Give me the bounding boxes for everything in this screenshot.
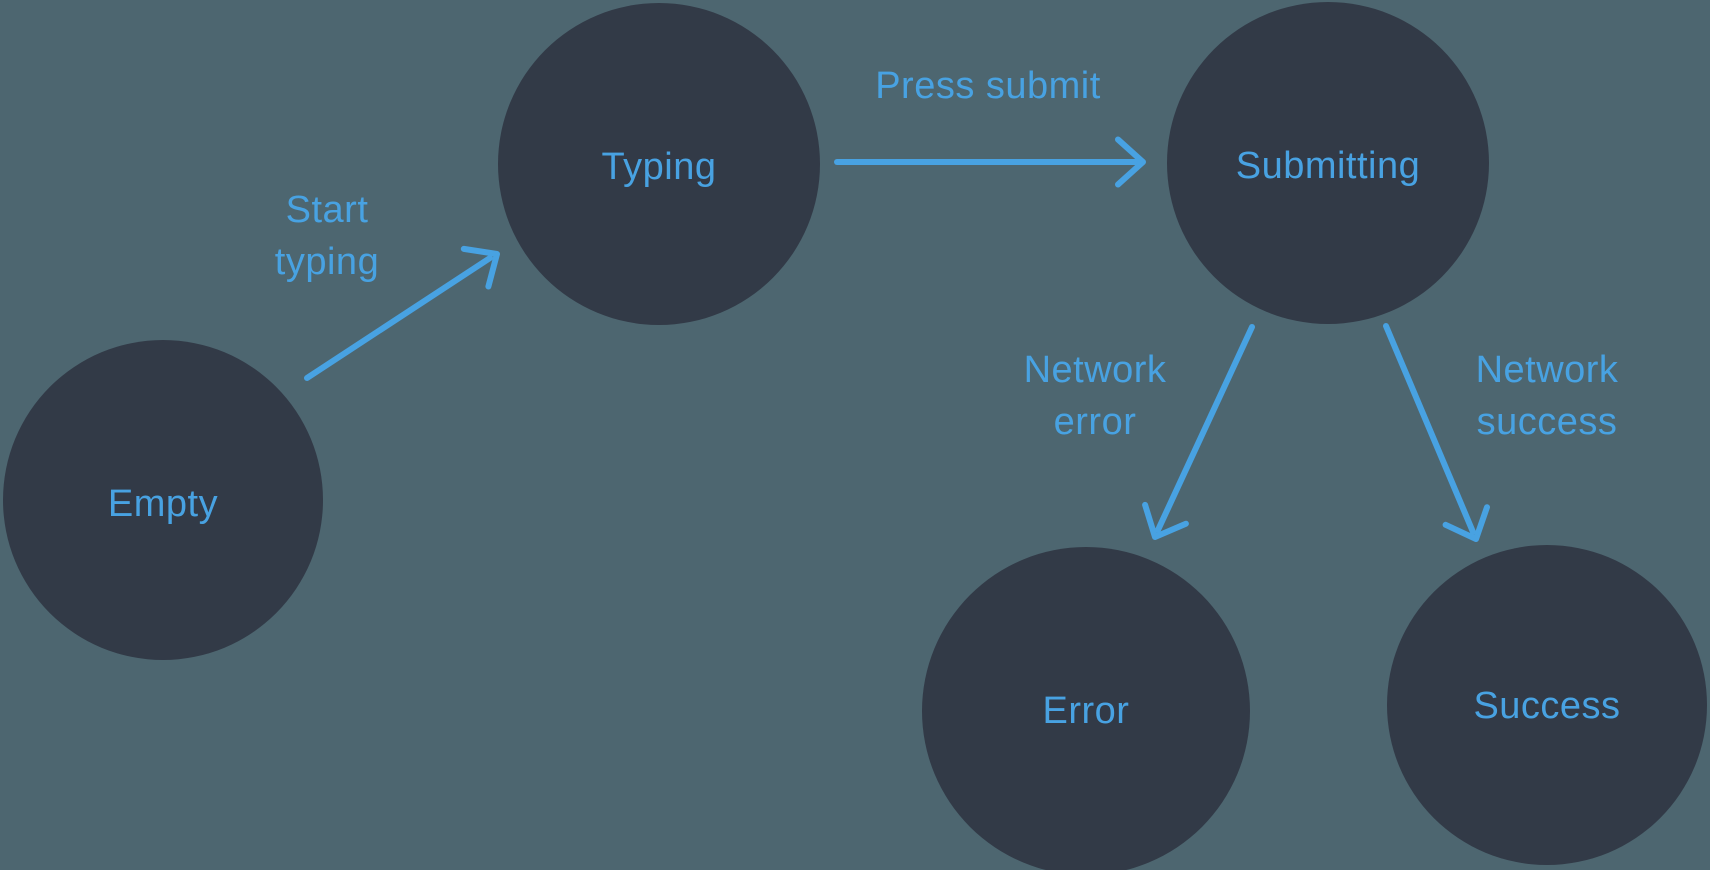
- node-error: Error: [922, 547, 1250, 870]
- node-error-label: Error: [1043, 690, 1130, 732]
- edge-label-network-error-line2: error: [1054, 401, 1137, 443]
- node-submitting-circle: [1167, 2, 1489, 324]
- node-typing: Typing: [498, 3, 820, 325]
- node-submitting-label: Submitting: [1236, 145, 1421, 187]
- edge-label-start-typing-line2: typing: [275, 241, 379, 283]
- node-submitting: Submitting: [1167, 2, 1489, 324]
- node-success-circle: [1387, 545, 1707, 865]
- node-error-circle: [922, 547, 1250, 870]
- arrowhead-network-success-icon: [1442, 504, 1490, 542]
- node-empty-label: Empty: [108, 483, 218, 525]
- edge-press-submit: Press submit: [834, 65, 1146, 188]
- arrow-network-success: [1383, 323, 1476, 535]
- arrowhead-network-error-icon: [1142, 501, 1189, 540]
- arrow-network-error: [1155, 324, 1255, 533]
- node-typing-circle: [498, 3, 820, 325]
- node-empty-circle: [3, 340, 323, 660]
- edge-start-typing: Start typing: [275, 189, 500, 381]
- edge-label-network-error-line1: Network: [1024, 349, 1167, 391]
- edge-label-network-success-line1: Network: [1476, 349, 1619, 391]
- node-empty: Empty: [3, 340, 323, 660]
- edge-network-error: Network error: [1024, 324, 1255, 540]
- edge-network-success: Network success: [1383, 323, 1619, 542]
- edge-label-start-typing-line1: Start: [286, 189, 369, 231]
- arrowhead-start-typing-icon: [460, 245, 500, 290]
- node-success-label: Success: [1473, 685, 1620, 727]
- arrow-start-typing: [304, 255, 493, 381]
- arrowhead-press-submit-icon: [1115, 136, 1146, 188]
- edge-label-network-success-line2: success: [1477, 401, 1618, 443]
- node-success: Success: [1387, 545, 1707, 865]
- edge-label-press-submit: Press submit: [875, 65, 1101, 107]
- node-typing-label: Typing: [602, 146, 717, 188]
